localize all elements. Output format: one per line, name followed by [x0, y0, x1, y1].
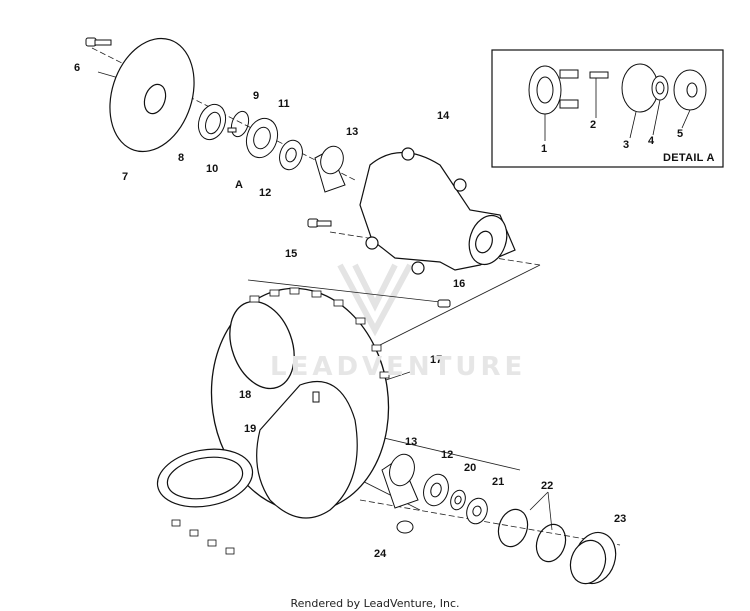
ring-part-9 — [230, 110, 250, 138]
callout-19: 19 — [244, 423, 257, 435]
footer-credit: Rendered by LeadVenture, Inc. — [290, 597, 460, 610]
detail-callout-4: 4 — [648, 135, 655, 147]
detail-callout-5: 5 — [677, 128, 684, 140]
watermark-text: LEADVENTURE — [270, 352, 527, 382]
race-part-13-upper — [314, 145, 346, 193]
bearing-part-12-upper — [279, 139, 303, 171]
seal-part-8 — [197, 103, 227, 141]
callout-12-lower: 12 — [441, 449, 454, 461]
nut-part-24 — [396, 520, 414, 534]
detail-a-title: DETAIL A — [663, 152, 715, 164]
callout-9: 9 — [253, 90, 260, 102]
detail-callout-2: 2 — [590, 119, 597, 131]
callout-21: 21 — [492, 476, 505, 488]
callout-6: 6 — [74, 62, 81, 74]
callout-7: 7 — [122, 171, 129, 183]
callout-16: 16 — [453, 278, 466, 290]
callout-15: 15 — [285, 248, 298, 260]
cap-part-23 — [569, 531, 617, 585]
callout-12-upper: 12 — [259, 187, 272, 199]
valve-part-16 — [437, 299, 451, 308]
callout-18: 18 — [239, 389, 252, 401]
callout-a: A — [235, 179, 243, 191]
callout-13-upper: 13 — [346, 126, 359, 138]
valve-stem-part-18 — [312, 391, 320, 403]
washer-part-20 — [450, 489, 466, 511]
detail-a-parts — [528, 63, 707, 115]
o-rings-part-22 — [497, 508, 567, 563]
race-part-13-lower — [381, 453, 419, 509]
detail-callout-1: 1 — [541, 143, 548, 155]
callout-22: 22 — [541, 480, 554, 492]
callout-10: 10 — [206, 163, 219, 175]
nut-part-21 — [466, 497, 488, 525]
brake-disc-part-7 — [109, 37, 195, 153]
callout-14: 14 — [437, 110, 450, 122]
callout-8: 8 — [178, 152, 185, 164]
watermark-logo — [337, 263, 413, 337]
bolt-part-6 — [85, 37, 112, 47]
callout-13-lower: 13 — [405, 436, 418, 448]
bearing-part-12-lower — [423, 473, 449, 507]
callout-24: 24 — [374, 548, 387, 560]
callout-23: 23 — [614, 513, 627, 525]
detail-a-leaders — [544, 78, 691, 141]
bolt-part-15 — [307, 218, 332, 228]
callout-11: 11 — [278, 98, 290, 110]
wheel-hub-part-14 — [359, 147, 516, 275]
detail-callout-3: 3 — [623, 139, 630, 151]
callout-20: 20 — [464, 462, 477, 474]
callout-17: 17 — [430, 354, 443, 366]
wheel-rim-part-19 — [156, 381, 358, 519]
tire-tread-blocks — [171, 287, 390, 555]
clip-part-10 — [227, 127, 237, 133]
hub-assembly-part-11 — [245, 117, 279, 159]
